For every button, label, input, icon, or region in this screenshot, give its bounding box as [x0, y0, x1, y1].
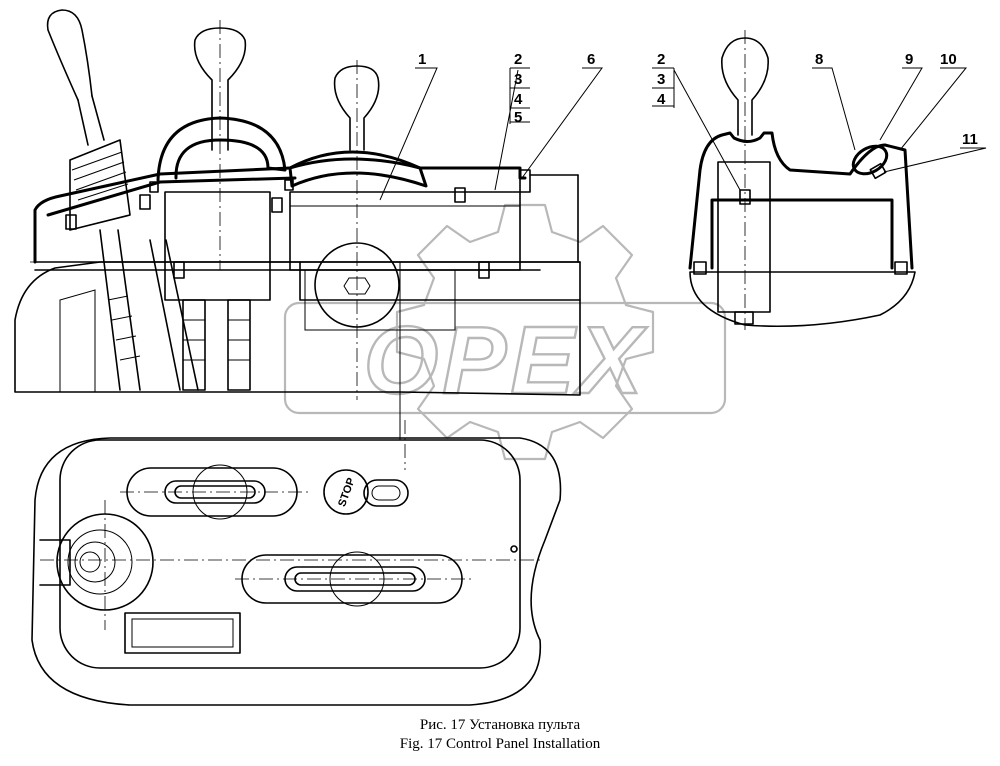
- callout-right-4: 4: [657, 91, 666, 108]
- callouts-left: 1 2 3 4 5 6: [379, 51, 603, 201]
- callout-8: 8: [815, 51, 823, 68]
- callout-10: 10: [940, 51, 957, 68]
- cover-end-plate: [519, 169, 531, 193]
- callouts-right: 2 3 4 8 9 10 11: [652, 51, 987, 191]
- callout-right-2: 2: [657, 51, 665, 68]
- stop-button[interactable]: [323, 469, 369, 515]
- figure-caption: Рис. 17 Установка пульта Fig. 17 Control…: [0, 716, 1000, 754]
- panel-cover: [33, 157, 527, 264]
- bolts: [65, 179, 490, 279]
- label-window: [124, 612, 241, 654]
- front-view-assembly: [688, 30, 916, 330]
- side-view-assembly: [14, 9, 581, 440]
- lever-guard-ring: [156, 116, 287, 182]
- stop-label: STOP: [336, 476, 357, 508]
- callout-2: 2: [514, 51, 522, 68]
- watermark-gear-icon: [395, 203, 655, 461]
- valve-block-inner: [289, 191, 521, 271]
- joystick-knob: [46, 9, 93, 101]
- callout-3: 3: [514, 71, 522, 88]
- callout-11: 11: [962, 131, 978, 148]
- callout-right-3: 3: [657, 71, 665, 88]
- valve-fitting: [227, 299, 251, 391]
- watermark-text: OPEX: [364, 307, 648, 414]
- plan-outline: [31, 437, 562, 706]
- front-valve-block: [717, 161, 771, 313]
- watermark: OPEX: [283, 203, 727, 461]
- callout-4: 4: [514, 91, 523, 108]
- joystick-boot: [69, 139, 131, 231]
- callout-6: 6: [587, 51, 595, 68]
- plan-top-plate: [59, 439, 521, 669]
- switch-body: [851, 144, 889, 176]
- switch-nut: [869, 162, 887, 180]
- callout-9: 9: [905, 51, 913, 68]
- joystick-shaft: [77, 95, 105, 146]
- caption-en: Fig. 17 Control Panel Installation: [399, 736, 601, 752]
- valve-fitting: [182, 299, 206, 391]
- front-housing: [689, 271, 916, 328]
- callout-5: 5: [514, 109, 522, 126]
- lever-guard-arch: [288, 150, 428, 188]
- stop-slot: [363, 479, 409, 507]
- front-cover: [688, 131, 914, 270]
- caption-ru: Рис. 17 Установка пульта: [419, 717, 581, 733]
- plan-view: STOP: [31, 420, 562, 706]
- callout-1: 1: [418, 51, 426, 68]
- valve-block: [164, 191, 271, 301]
- watermark-frame: [283, 301, 727, 415]
